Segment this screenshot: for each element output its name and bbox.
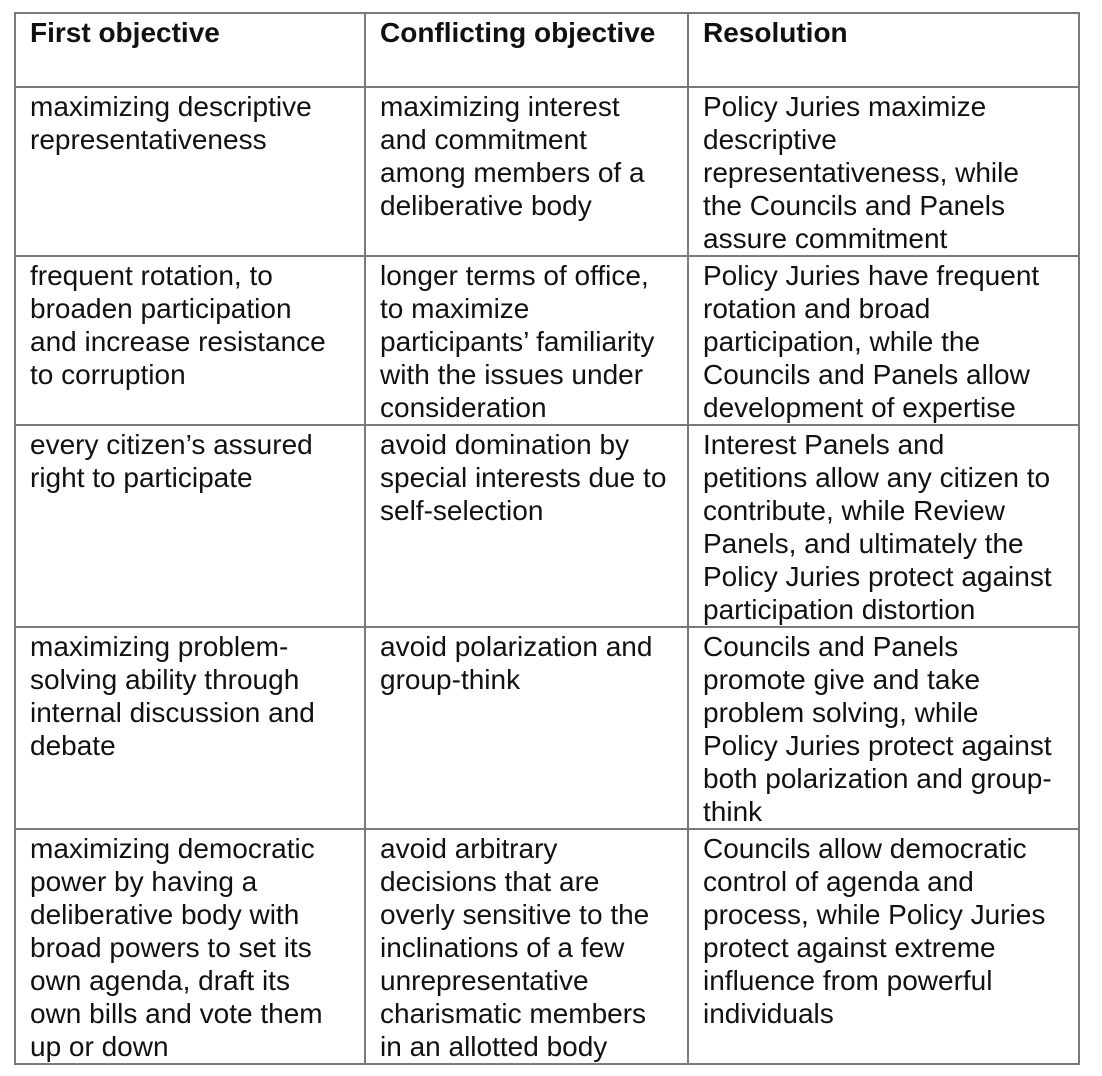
cell-first-objective: maximizing descriptive representativenes… <box>14 86 366 257</box>
table-row: maximizing problem- solving ability thro… <box>14 626 1080 830</box>
header-conflicting-objective: Conflicting objective <box>364 12 689 88</box>
table-row: frequent rotation, to broaden participat… <box>14 255 1080 426</box>
cell-resolution: Interest Panels and petitions allow any … <box>687 424 1080 628</box>
header-resolution: Resolution <box>687 12 1080 88</box>
cell-conflicting-objective: longer terms of office, to maximize part… <box>364 255 689 426</box>
cell-resolution: Councils allow democratic control of age… <box>687 828 1080 1065</box>
cell-first-objective: maximizing democratic power by having a … <box>14 828 366 1065</box>
table-row: maximizing descriptive representativenes… <box>14 86 1080 257</box>
cell-first-objective: every citizen’s assured right to partici… <box>14 424 366 628</box>
cell-conflicting-objective: avoid polarization and group-think <box>364 626 689 830</box>
cell-resolution: Councils and Panels promote give and tak… <box>687 626 1080 830</box>
table-header-row: First objective Conflicting objective Re… <box>14 12 1080 88</box>
header-first-objective: First objective <box>14 12 366 88</box>
objectives-table: First objective Conflicting objective Re… <box>14 12 1080 1065</box>
table-row: every citizen’s assured right to partici… <box>14 424 1080 628</box>
cell-conflicting-objective: avoid domination by special interests du… <box>364 424 689 628</box>
cell-resolution: Policy Juries have frequent rotation and… <box>687 255 1080 426</box>
cell-conflicting-objective: avoid arbitrary decisions that are overl… <box>364 828 689 1065</box>
cell-resolution: Policy Juries maximize descriptive repre… <box>687 86 1080 257</box>
cell-first-objective: frequent rotation, to broaden participat… <box>14 255 366 426</box>
cell-conflicting-objective: maximizing interest and commitment among… <box>364 86 689 257</box>
cell-first-objective: maximizing problem- solving ability thro… <box>14 626 366 830</box>
table-row: maximizing democratic power by having a … <box>14 828 1080 1065</box>
